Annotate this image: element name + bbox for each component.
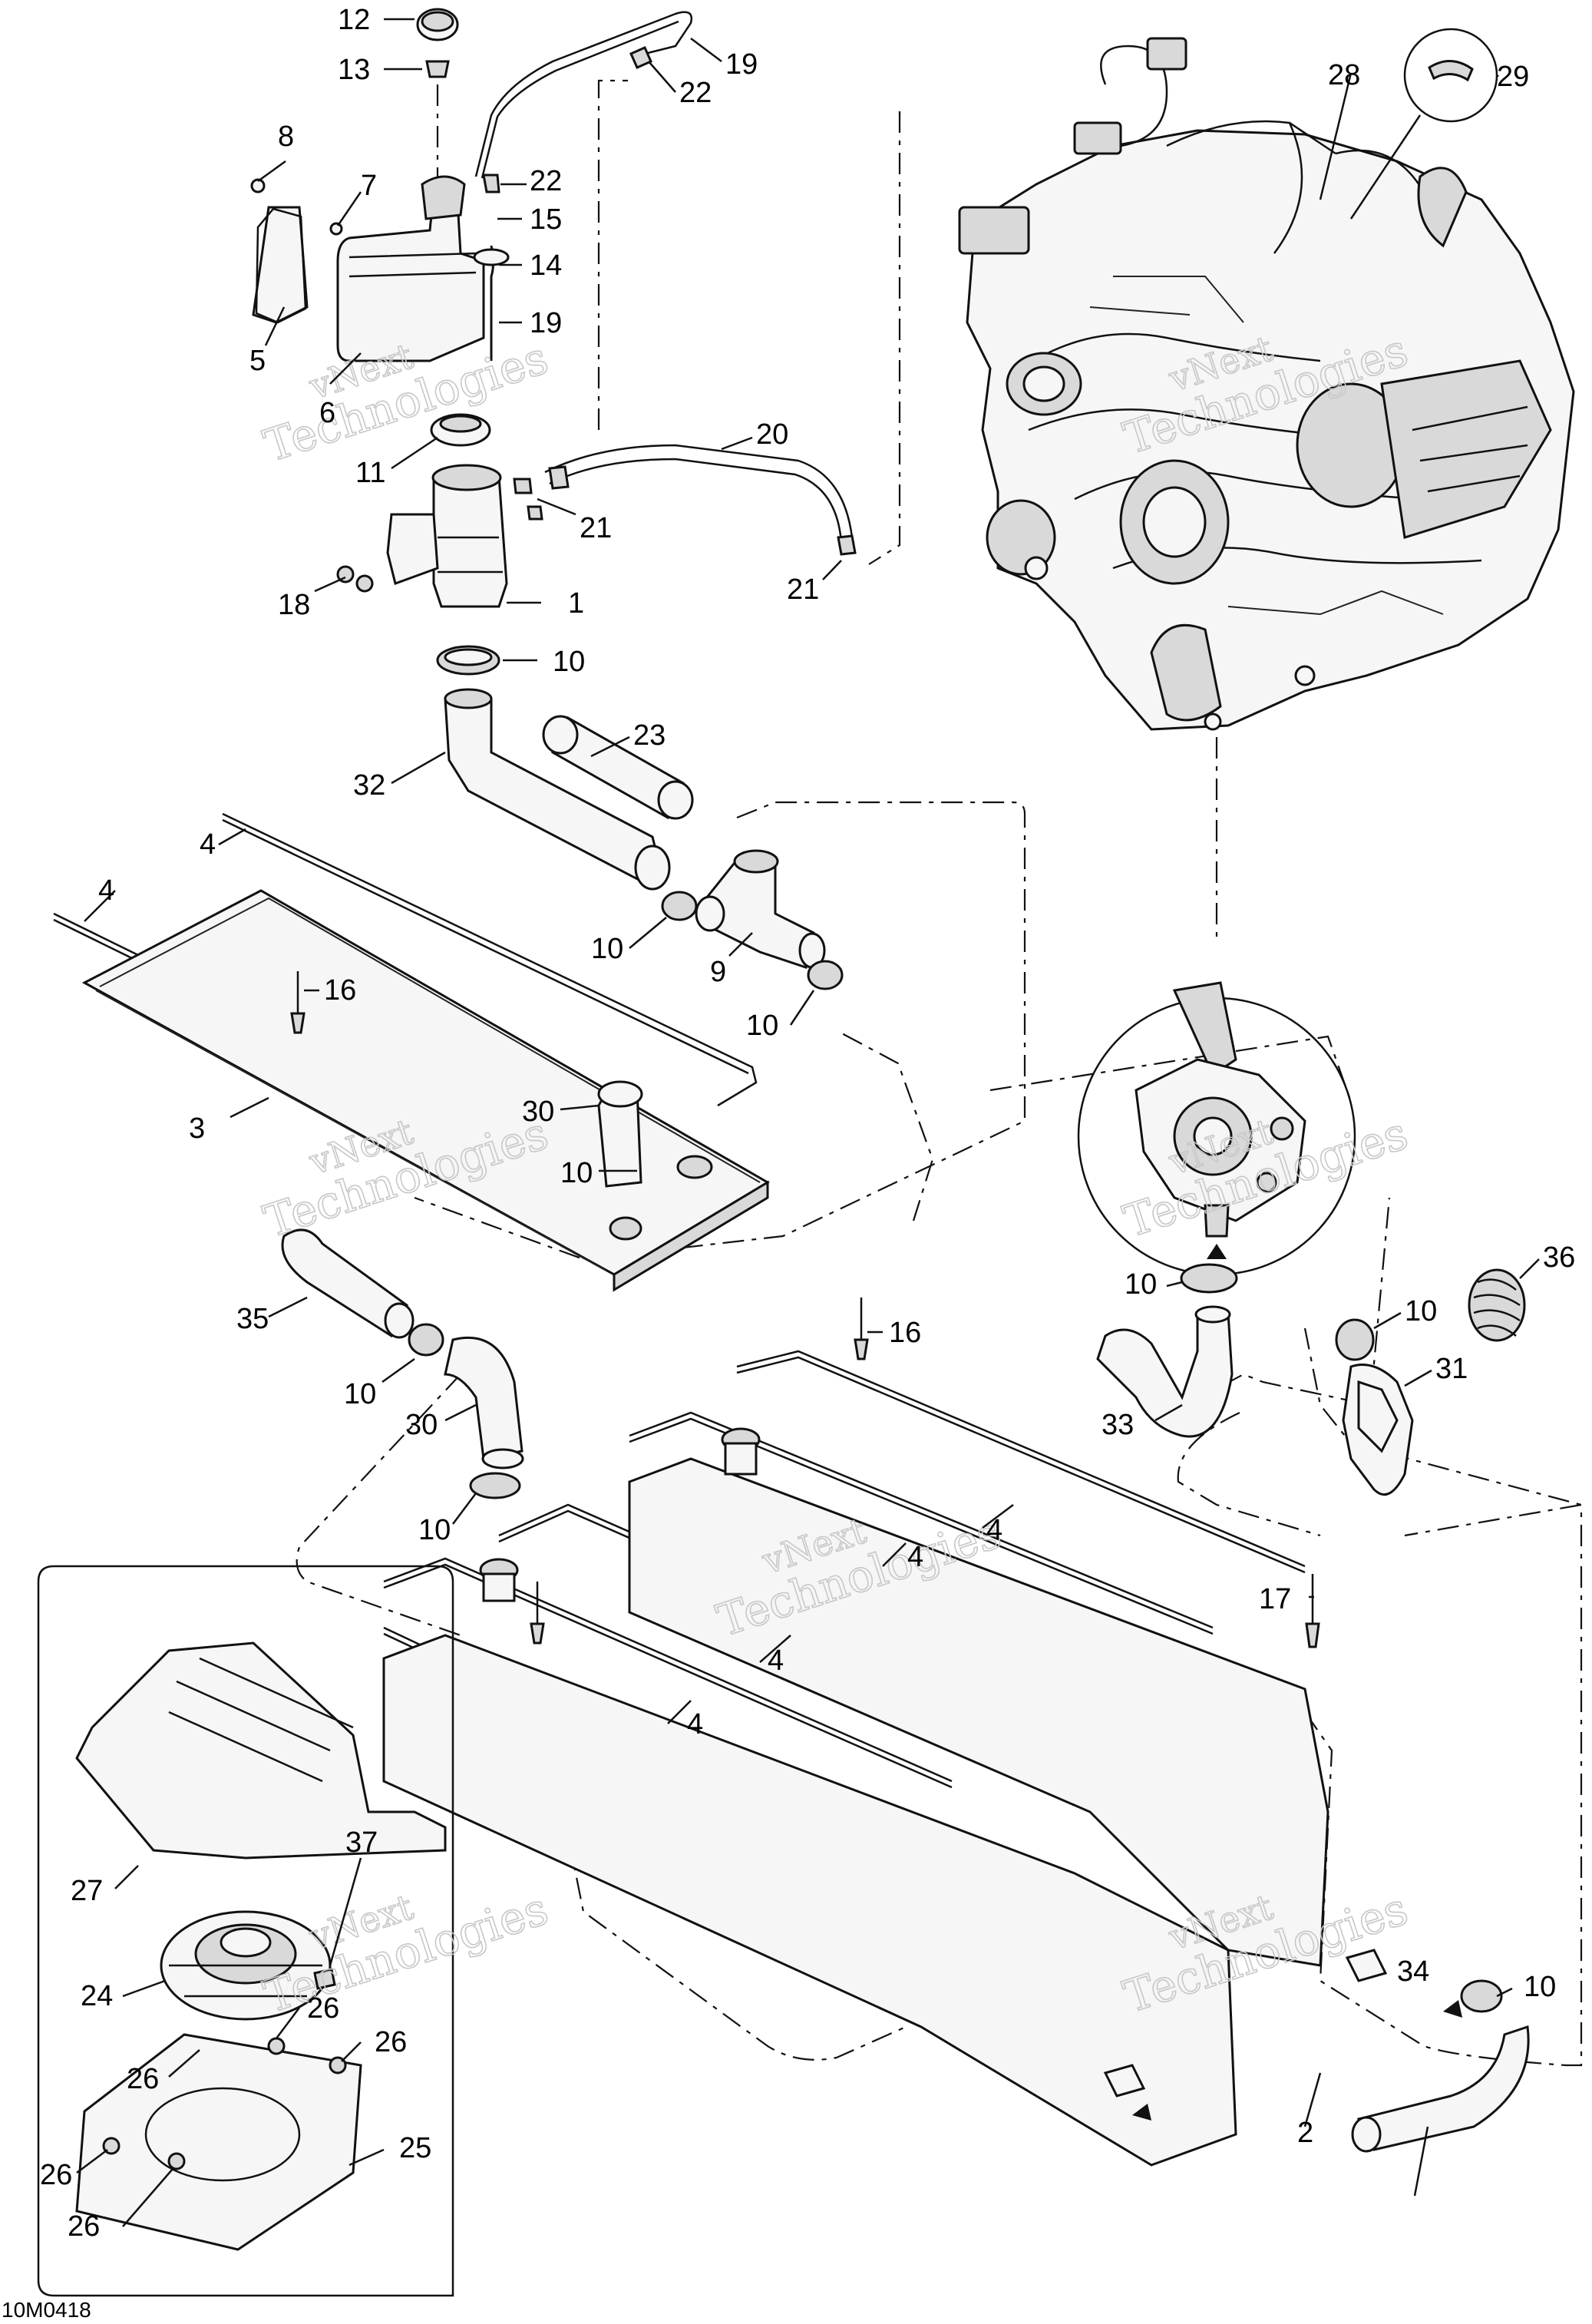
callout-9: 9	[710, 956, 726, 988]
hose-31	[1335, 1318, 1414, 1496]
callout-1: 1	[568, 587, 584, 620]
callout-29: 29	[1497, 61, 1529, 93]
clamp-10-a	[436, 645, 500, 676]
radiator-cap	[430, 413, 491, 447]
callout-34: 34	[1397, 1955, 1429, 1988]
tube-19-upper	[474, 11, 693, 179]
callout-7: 7	[361, 170, 377, 202]
callout-19: 19	[530, 307, 562, 339]
callout-4: 4	[907, 1541, 923, 1573]
callout-26: 26	[307, 1992, 339, 2025]
callout-4: 4	[768, 1645, 784, 1677]
callout-25: 25	[399, 2132, 431, 2164]
callout-10: 10	[591, 933, 623, 965]
callout-11: 11	[355, 457, 385, 489]
hose-34	[1132, 1979, 1530, 2153]
callout-30: 30	[522, 1096, 554, 1128]
clamp-29-detail	[1349, 28, 1498, 220]
callouts: 12 13 19 22 8 7 22 15 14 5 19 6 11 20 21…	[40, 4, 1575, 2243]
callout-32: 32	[353, 769, 385, 802]
callout-18: 18	[278, 589, 310, 621]
callout-31: 31	[1435, 1353, 1468, 1385]
callout-14: 14	[530, 250, 562, 282]
clamp-36	[1468, 1268, 1526, 1342]
callout-21: 21	[787, 574, 819, 606]
callout-10: 10	[1125, 1268, 1157, 1301]
callout-8: 8	[278, 121, 294, 153]
hose-33	[1096, 1263, 1238, 1438]
callout-10: 10	[1524, 1971, 1556, 2003]
callout-12: 12	[338, 4, 370, 36]
callout-33: 33	[1102, 1409, 1134, 1441]
callout-27: 27	[71, 1875, 103, 1907]
hose-23	[542, 715, 694, 820]
tube-20	[544, 444, 857, 556]
heat-exchanger-plate	[81, 889, 770, 1292]
callout-30: 30	[405, 1409, 438, 1441]
callout-22: 22	[530, 165, 562, 197]
hose-30-lower	[444, 1336, 524, 1499]
callout-2: 2	[1297, 2117, 1313, 2149]
callout-4: 4	[98, 874, 114, 907]
callout-37: 37	[345, 1826, 378, 1859]
callout-15: 15	[530, 203, 562, 236]
reservoir-assembly	[250, 8, 510, 362]
callout-4: 4	[200, 828, 216, 861]
callout-26: 26	[127, 2063, 159, 2095]
water-pump-detail	[1077, 981, 1356, 1276]
filler-neck	[336, 464, 543, 608]
rivet-16-upper	[290, 971, 306, 1034]
callout-36: 36	[1543, 1241, 1575, 1274]
inset-box	[37, 1565, 454, 2297]
callout-19: 19	[725, 48, 758, 81]
callout-10: 10	[1405, 1295, 1437, 1327]
elbow-9	[661, 849, 844, 990]
callout-4: 4	[986, 1514, 1002, 1546]
callout-4: 4	[687, 1708, 703, 1741]
drawing-code: 10M0418	[2, 2298, 91, 2322]
callout-5: 5	[249, 345, 266, 377]
callout-10: 10	[344, 1378, 376, 1410]
leader-lines	[76, 18, 1540, 2227]
engine-assembly	[958, 37, 1575, 731]
hose-32	[444, 688, 671, 891]
callout-26: 26	[375, 2026, 407, 2058]
callout-3: 3	[189, 1112, 205, 1145]
callout-35: 35	[236, 1303, 269, 1335]
callout-28: 28	[1328, 59, 1360, 91]
callout-26: 26	[40, 2159, 72, 2191]
callout-6: 6	[319, 397, 335, 429]
rivets-lower	[530, 1298, 1320, 1648]
callout-13: 13	[338, 54, 370, 86]
callout-10: 10	[560, 1157, 593, 1189]
callout-16: 16	[324, 974, 356, 1007]
callout-10: 10	[553, 646, 585, 678]
callout-20: 20	[756, 418, 788, 451]
callout-21: 21	[580, 512, 612, 544]
callout-22: 22	[679, 77, 712, 109]
tunnel-coolers	[382, 1427, 1388, 2167]
callout-10: 10	[746, 1010, 778, 1042]
callout-16: 16	[889, 1317, 921, 1349]
callout-10: 10	[418, 1514, 451, 1546]
callout-23: 23	[633, 719, 666, 752]
callout-26: 26	[68, 2210, 100, 2243]
callout-17: 17	[1259, 1583, 1291, 1615]
callout-24: 24	[81, 1980, 113, 2012]
hose-35	[281, 1228, 444, 1357]
